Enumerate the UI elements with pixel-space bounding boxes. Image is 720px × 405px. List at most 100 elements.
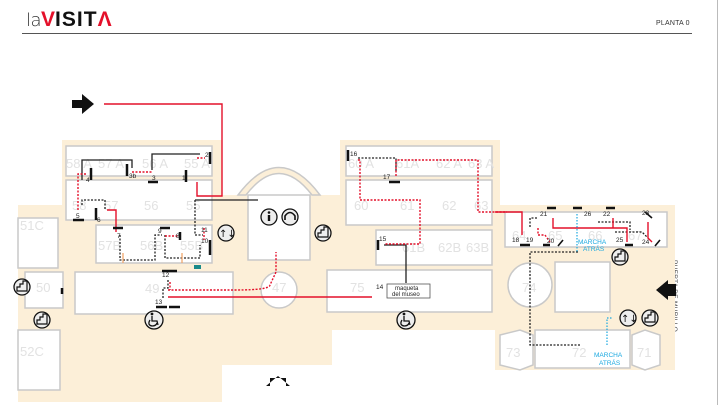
room-52c (17, 329, 61, 391)
stairs-icon[interactable] (314, 224, 332, 242)
room-label: 58 (72, 198, 86, 213)
entrance-arrow-icon[interactable] (656, 280, 676, 300)
stop-label: 18 (512, 237, 520, 244)
route-segment (81, 159, 133, 180)
room-label: 50 (36, 280, 50, 295)
room-label: 63 A (468, 156, 494, 171)
room-courtyard (554, 261, 611, 313)
elevator-icon[interactable]: ↑↓ (217, 224, 236, 242)
stairs-icon[interactable] (13, 278, 31, 296)
info-icon[interactable] (260, 208, 278, 226)
route-red-segment (77, 173, 86, 210)
route-blue (576, 214, 612, 345)
stop-label: 10 (201, 238, 209, 245)
stop-label: 20 (547, 238, 555, 245)
entrance-arrow-icon[interactable] (266, 376, 290, 386)
room-label: 61 (400, 198, 414, 213)
logo-prefix: la (26, 10, 42, 31)
room-49 (74, 271, 234, 315)
maqueta-line-2: del museo (392, 292, 420, 298)
room-label: 56B (140, 238, 163, 253)
stop-label: 17 (383, 174, 391, 181)
room-info-hall (247, 194, 311, 261)
stop-label: 15 (379, 236, 387, 243)
logo-main: ISIT (55, 8, 98, 31)
stop-label: 7 (117, 233, 121, 240)
room-label: 67 (628, 228, 642, 243)
room-row-61b-63b (375, 229, 493, 266)
room-label: 63B (466, 240, 489, 255)
room-label: 52C (20, 344, 44, 359)
room-label: 47 (272, 280, 286, 295)
room-label: 62B (438, 240, 461, 255)
route-red-segment (168, 252, 277, 291)
stairs-icon[interactable] (33, 311, 51, 329)
header: laVISITΛ PLANTA 0 (0, 0, 720, 40)
room-label: 55 (186, 198, 200, 213)
stop-label: 22 (603, 211, 611, 218)
stop-label: 24 (642, 239, 650, 246)
maqueta-box: maqueta del museo (386, 283, 431, 299)
stop-label: 26 (584, 211, 592, 218)
wheelchair-icon[interactable] (396, 310, 416, 330)
route-segment-maqueta (384, 244, 407, 283)
room-label: 66 (588, 228, 602, 243)
route-segment (151, 153, 200, 170)
room-label: 63 (474, 198, 488, 213)
route-red-segment (552, 218, 628, 242)
svg-text:↑↓: ↑↓ (219, 229, 236, 240)
room-row-60a-63a (345, 145, 493, 177)
route-segment-marcha (529, 251, 580, 346)
logo: laVISITΛ (26, 7, 112, 34)
audioguide-headphones-icon[interactable] (281, 208, 299, 226)
route-red (77, 103, 653, 298)
artwork-marker (654, 239, 661, 247)
logo-v: V (41, 8, 56, 31)
marcha-atras-2-line-1: MARCHA (594, 352, 623, 359)
arrow-right-west-entrance[interactable] (72, 94, 94, 114)
rotunda-arch (236, 166, 322, 196)
door-marks (122, 253, 183, 263)
room-row-60-63 (345, 179, 493, 226)
maqueta-frame (386, 283, 431, 299)
route-red-entry (104, 103, 223, 197)
stop-label: 19 (526, 237, 534, 244)
stairs-icon[interactable] (641, 309, 659, 327)
room-label: 64 (512, 228, 526, 243)
room-labels: 58 A 57 A 56 A 55 A 58 57 56 55 57B 56B … (20, 156, 651, 360)
room-label: 58 A (66, 156, 92, 171)
arrow-up-south-entrance[interactable] (266, 376, 290, 386)
arrow-left-murillo-entrance[interactable] (656, 280, 676, 300)
route-segment (615, 231, 649, 239)
entrance-arrow-icon[interactable] (72, 94, 94, 114)
stop-label: 16 (350, 151, 358, 158)
stop-label: 3b (129, 173, 137, 180)
room-label: 55 A (184, 156, 210, 171)
artwork-marker (644, 211, 653, 219)
elevator-icon[interactable]: ↑↓ (619, 309, 638, 327)
room-73 (499, 329, 534, 371)
room-label: 62 (442, 198, 456, 213)
stop-label: 3 (152, 175, 156, 182)
stop-label: 23 (642, 210, 650, 217)
stop-label: 9 (158, 228, 162, 235)
marcha-atras-1-line-1: MARCHA (578, 239, 607, 246)
room-label: 60 (354, 198, 368, 213)
route-segment (162, 280, 169, 298)
stop-labels: 1 2 3 3b 4 5 6 7 8 9 10 11 12 13 14 15 1… (76, 151, 650, 306)
teal-marker (194, 265, 201, 269)
stairs-icon[interactable] (611, 248, 629, 266)
stop-label: 11 (201, 227, 208, 234)
room-label: 55B (180, 238, 203, 253)
room-label: 57 (104, 198, 118, 213)
room-label: 75 (350, 280, 364, 295)
artwork-markers (60, 150, 633, 309)
wheelchair-icon[interactable] (144, 310, 164, 330)
svg-text:↑↓: ↑↓ (621, 314, 638, 325)
room-label: 65 (548, 228, 562, 243)
room-72 (534, 329, 631, 369)
room-label: 62 A (436, 156, 462, 171)
maqueta-line-1: maqueta (395, 286, 419, 292)
room-label: 73 (506, 345, 520, 360)
page-border (717, 0, 718, 405)
